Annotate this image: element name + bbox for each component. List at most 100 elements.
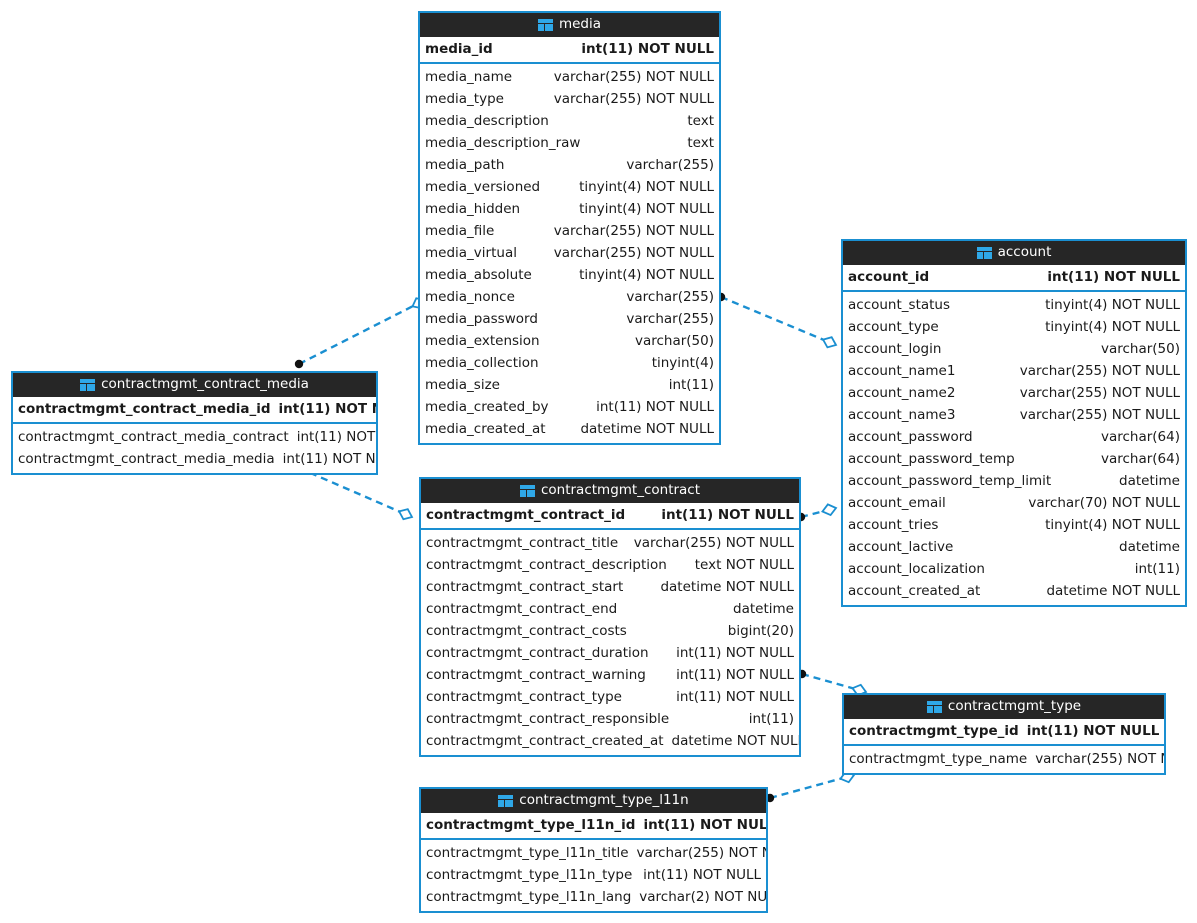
column-name: media_hidden [425,201,521,217]
column-type: varchar(50) [1100,341,1180,357]
column-type: varchar(255) NOT NULL [636,845,766,861]
column-name: account_login [848,341,942,357]
attribute-row: contractmgmt_type_l11n_title varchar(255)… [421,842,766,864]
column-name: account_type [848,319,939,335]
column-name: media_versioned [425,179,541,195]
column-name: media_path [425,157,505,173]
column-type: int(11) NOT NULL [676,689,794,705]
table-icon [519,484,535,497]
column-name: media_type [425,91,504,107]
column-name: contractmgmt_type_l11n_title [426,845,629,861]
relationship-media-to-account [716,292,838,349]
attribute-row: contractmgmt_contract_media_media int(11)… [13,448,376,470]
relationship-contractmgmt_contract_media-to-media [294,297,427,369]
entity-contractmgmt-contract[interactable]: contractmgmt_contract contractmgmt_contr… [419,477,801,757]
entity-media[interactable]: media media_id int(11) NOT NULL media_na… [418,11,721,445]
column-name: contractmgmt_contract_description [426,557,667,573]
attribute-row: contractmgmt_contract_media_contract int(… [13,426,376,448]
column-type: varchar(255) [626,157,714,173]
column-type: tinyint(4) NOT NULL [1045,319,1180,335]
column-name: media_file [425,223,495,239]
table-icon [976,246,992,259]
column-name: contractmgmt_contract_costs [426,623,627,639]
column-type: int(11) NOT NULL [581,41,714,57]
attribute-row: media_created_by int(11) NOT NULL [420,396,719,418]
entity-media-primary-key: media_id int(11) NOT NULL [420,37,719,64]
entity-contractmgmt-type-l11n[interactable]: contractmgmt_type_l11n contractmgmt_type… [419,787,768,913]
column-name: account_password_temp_limit [848,473,1052,489]
column-type: int(11) NOT NULL [643,867,761,883]
attribute-row: account_login varchar(50) [843,338,1185,360]
column-name: contractmgmt_contract_responsible [426,711,670,727]
column-name: media_created_by [425,399,549,415]
column-type: int(11) NOT NULL [643,817,768,833]
column-name: account_id [848,269,930,285]
column-name: media_size [425,377,500,393]
column-name: account_name1 [848,363,956,379]
relationship-endpoint-diamond [397,508,414,521]
column-type: varchar(255) NOT NULL [553,91,714,107]
column-type: varchar(70) NOT NULL [1028,495,1180,511]
entity-contractmgmt-contract-media[interactable]: contractmgmt_contract_media contractmgmt… [11,371,378,475]
table-icon [537,18,553,31]
column-name: contractmgmt_contract_end [426,601,618,617]
attribute-row: contractmgmt_contract_costs bigint(20) [421,620,799,642]
column-type: varchar(64) [1100,429,1180,445]
column-name: contractmgmt_contract_type [426,689,622,705]
column-type: varchar(255) NOT NULL [633,535,794,551]
column-type: bigint(20) [727,623,794,639]
column-type: int(11) NOT NULL [596,399,714,415]
column-type: varchar(255) NOT NULL [1035,751,1164,767]
column-type: datetime NOT NULL [1046,583,1180,599]
entity-account-primary-key: account_id int(11) NOT NULL [843,265,1185,292]
column-name: contractmgmt_type_id [849,723,1019,739]
entity-contractmgmt-type-l11n-title: contractmgmt_type_l11n [519,792,689,808]
column-type: varchar(255) NOT NULL [1019,385,1180,401]
column-type: varchar(255) [626,311,714,327]
column-name: media_password [425,311,538,327]
column-name: account_name3 [848,407,956,423]
entity-account[interactable]: account account_id int(11) NOT NULL acco… [841,239,1187,607]
entity-contractmgmt-type-l11n-primary-key: contractmgmt_type_l11n_id int(11) NOT NU… [421,813,766,840]
attribute-row: account_type tinyint(4) NOT NULL [843,316,1185,338]
column-name: account_created_at [848,583,981,599]
column-type: int(11) NOT NULL [282,451,376,467]
attribute-row: contractmgmt_contract_type int(11) NOT NU… [421,686,799,708]
column-name: contractmgmt_contract_duration [426,645,649,661]
column-name: media_virtual [425,245,517,261]
column-name: contractmgmt_contract_title [426,535,619,551]
entity-contractmgmt-type[interactable]: contractmgmt_type contractmgmt_type_id i… [842,693,1166,775]
column-name: media_description_raw [425,135,581,151]
column-name: media_id [425,41,493,57]
column-name: contractmgmt_contract_start [426,579,624,595]
column-name: account_password [848,429,973,445]
column-name: contractmgmt_contract_media_media [18,451,275,467]
column-type: tinyint(4) NOT NULL [579,267,714,283]
column-name: contractmgmt_contract_media_contract [18,429,289,445]
column-type: varchar(64) [1100,451,1180,467]
column-type: int(11) NOT NULL [296,429,376,445]
entity-contractmgmt-type-l11n-header: contractmgmt_type_l11n [421,789,766,813]
relationship-endpoint-diamond [821,336,838,349]
entity-contractmgmt-contract-attributes: contractmgmt_contract_title varchar(255) … [421,530,799,755]
entity-contractmgmt-type-primary-key: contractmgmt_type_id int(11) NOT NULL [844,719,1164,746]
column-type: varchar(255) [626,289,714,305]
table-icon [926,700,942,713]
column-type: datetime NOT NULL [580,421,714,437]
